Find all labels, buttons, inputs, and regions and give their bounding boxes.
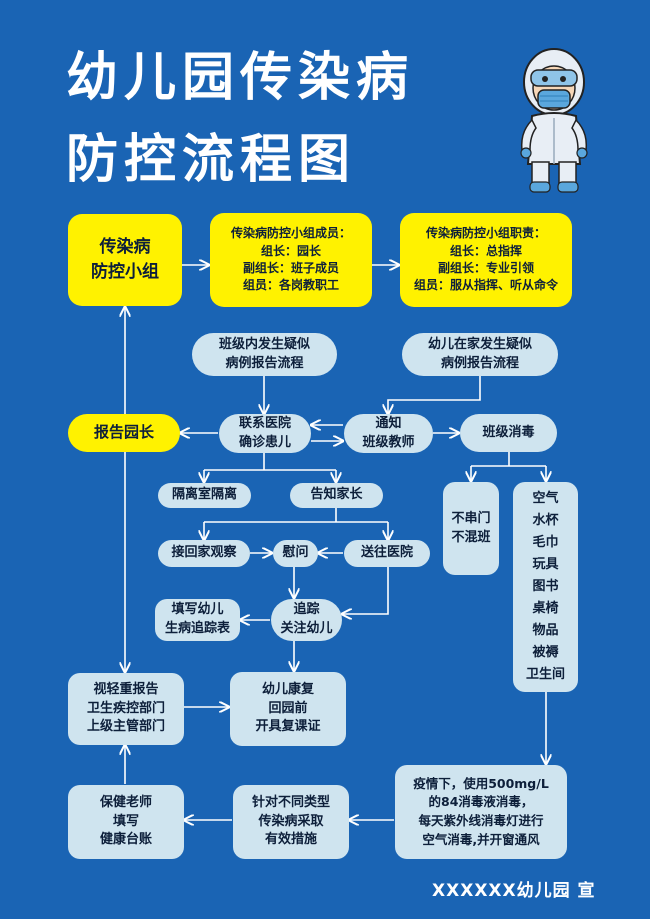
measures-node: 针对不同类型 传染病采取 有效措施 [233,785,349,859]
title-line-1: 幼儿园传染病 [66,48,415,108]
health-teacher-node: 保健老师 填写 健康台账 [68,785,184,859]
class-suspect-node: 班级内发生疑似 病例报告流程 [192,333,337,376]
notify-parents-node: 告知家长 [290,483,383,508]
isolation-node: 隔离室隔离 [158,483,251,508]
report-severity-node: 视轻重报告 卫生疾控部门 上级主管部门 [68,673,184,745]
members-node: 传染病防控小组成员： 组长：园长 副组长：班子成员 组员：各岗教职工 [210,213,372,307]
fill-form-node: 填写幼儿 生病追踪表 [155,599,240,641]
recovery-node: 幼儿康复 回园前 开具复课证 [230,672,346,746]
track-node: 追踪 关注幼儿 [271,599,342,641]
send-hospital-node: 送往医院 [344,540,430,567]
title-line-2: 防控流程图 [66,130,357,190]
contact-hospital-node: 联系医院 确诊患儿 [219,414,311,453]
disinfect-method-node: 疫情下，使用500mg/L 的84消毒液消毒， 每天紫外线消毒灯进行 空气消毒,… [395,765,567,859]
disinfect-items-node: 空气 水杯 毛巾 玩具 图书 桌椅 物品 被褥 卫生间 [513,482,578,692]
footer-credit: XXXXXX幼儿园 宣 [432,881,596,901]
no-mixing-node: 不串门 不混班 [443,482,499,575]
group-node: 传染病 防控小组 [68,214,182,306]
home-suspect-node: 幼儿在家发生疑似 病例报告流程 [402,333,558,376]
home-observe-node: 接回家观察 [158,540,250,567]
protective-suit-mascot-icon [520,48,588,193]
class-disinfect-node: 班级消毒 [460,414,557,452]
duties-node: 传染病防控小组职责： 组长：总指挥 副组长：专业引领 组员：服从指挥、听从命令 [400,213,572,307]
notify-teacher-node: 通知 班级教师 [344,414,433,453]
report-principal-node: 报告园长 [68,414,180,452]
condolence-node: 慰问 [273,540,318,567]
